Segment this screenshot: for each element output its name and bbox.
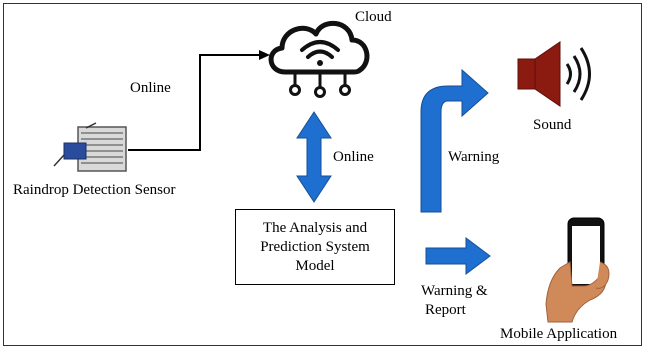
sensor-to-cloud-label: Online (130, 80, 171, 96)
model-to-sound-arrow (420, 68, 489, 213)
sensor-to-cloud-line (128, 54, 262, 151)
model-line-3: Model (295, 257, 335, 274)
sound-label: Sound (533, 117, 572, 133)
model-to-mobile-arrow (425, 237, 491, 275)
analysis-model-box: The Analysis and Prediction System Model (235, 209, 395, 285)
cloud-to-model-label: Online (333, 149, 374, 165)
model-to-mobile-label-line-2: Report (425, 302, 466, 318)
model-line-1: The Analysis and (262, 219, 368, 236)
speaker-icon (517, 41, 591, 107)
smartphone-hand-icon (545, 217, 610, 323)
cloud-label: Cloud (355, 9, 392, 25)
cloud-model-double-arrow (296, 111, 332, 203)
diagram-frame (3, 3, 642, 346)
model-to-mobile-label: Warning & Report (421, 282, 488, 320)
wifi-cloud-icon (268, 20, 370, 98)
sensor-label: Raindrop Detection Sensor (13, 182, 176, 198)
rain-sensor-icon (53, 122, 127, 172)
model-line-2: Prediction System (260, 238, 370, 255)
sensor-to-cloud-arrowhead (259, 50, 270, 60)
model-to-sound-label: Warning (448, 149, 500, 165)
model-to-mobile-label-line-1: Warning & (421, 283, 488, 299)
mobile-label: Mobile Application (500, 326, 618, 342)
